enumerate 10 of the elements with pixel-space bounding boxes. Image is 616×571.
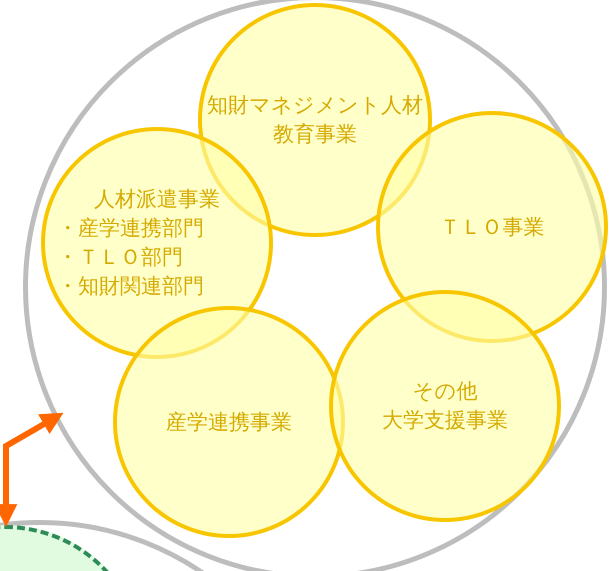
circle-label: 人材派遣事業 xyxy=(94,186,220,213)
arrow xyxy=(0,412,64,527)
circle-label: ＴＬＯ事業 xyxy=(440,214,544,240)
circle-label: 知財マネジメント人材教育事業 xyxy=(207,92,423,148)
circle-label: その他大学支援事業 xyxy=(382,378,508,434)
group-circle xyxy=(23,0,607,571)
circle-label: ・知財関連部門 xyxy=(57,273,204,300)
circle-label: ・産学連携部門 xyxy=(57,215,204,242)
circle-label: 産学連携事業 xyxy=(166,408,292,436)
circle-label: ・ＴＬＯ部門 xyxy=(57,244,183,271)
